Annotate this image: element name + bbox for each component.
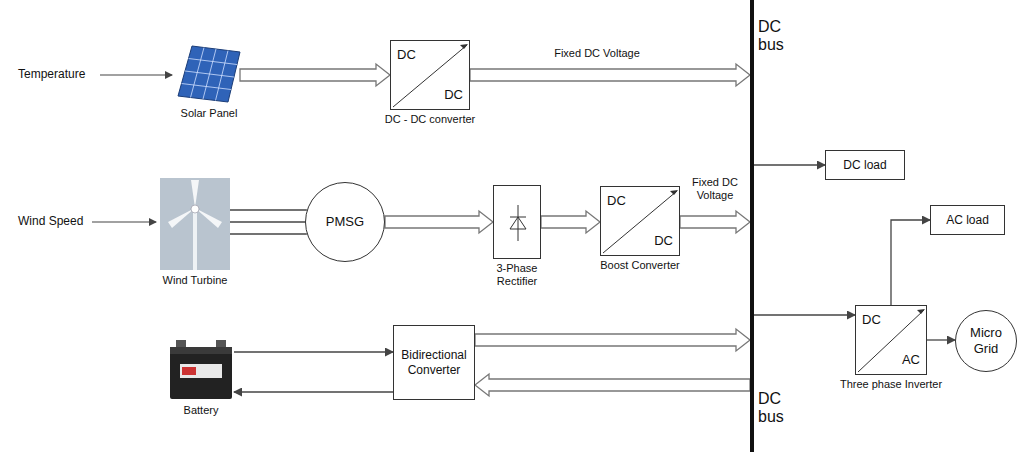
input-label: Wind Speed <box>18 214 83 228</box>
load-box: DC load <box>825 150 905 180</box>
input-label: Temperature <box>18 67 85 81</box>
bus-label: DC bus <box>758 390 792 427</box>
connector <box>234 352 393 353</box>
port-label: DC <box>654 233 673 249</box>
load-box: AC load <box>930 205 1005 235</box>
circle-label: PMSG <box>326 214 364 230</box>
box-label: DC load <box>843 158 886 172</box>
wind-turbine: Wind Turbine <box>160 178 230 270</box>
input-arrow <box>100 74 172 75</box>
input-arrow <box>92 221 156 222</box>
picture-label: Solar Panel <box>181 107 238 120</box>
bus-label: DC bus <box>758 18 792 55</box>
boost-converter: DCDCBoost Converter <box>600 186 680 256</box>
inverter-box: DCACThree phase Inverter <box>855 305 927 375</box>
port-label: DC <box>397 47 416 63</box>
generator-circle: PMSG <box>305 182 385 262</box>
power-flow-arrow <box>475 374 750 396</box>
wind-turbine-picture <box>160 178 230 270</box>
three-phase-wires <box>230 210 307 234</box>
connector <box>234 392 393 393</box>
box-label: Bidirectional Converter <box>399 348 469 377</box>
converter-box: Bidirectional Converter <box>393 325 475 400</box>
diode-symbol <box>494 186 542 260</box>
solar-panel-picture <box>178 46 240 102</box>
rectifier-name: 3-Phase Rectifier <box>485 262 549 288</box>
connector <box>891 220 930 305</box>
port-label: AC <box>902 352 920 368</box>
grid-circle: Micro Grid <box>955 310 1017 372</box>
power-flow-arrow <box>475 329 750 351</box>
connector <box>754 165 825 166</box>
dc-dc-converter: DCDCDC - DC converter <box>390 40 470 110</box>
power-flow-arrow <box>541 211 600 233</box>
box-label: AC load <box>946 213 989 227</box>
dc-bus: DC busDC bus <box>750 0 754 452</box>
power-flow-arrow <box>240 64 390 86</box>
power-flow-arrow <box>385 211 493 233</box>
connector <box>927 340 955 341</box>
rectifier-box: 3-Phase Rectifier <box>493 185 541 259</box>
converter-name: DC - DC converter <box>374 113 486 126</box>
port-label: DC <box>607 193 626 209</box>
edge-label: Fixed DC Voltage <box>684 176 746 202</box>
power-flow-arrow <box>470 64 750 86</box>
battery: Battery <box>168 338 234 400</box>
port-label: DC <box>444 87 463 103</box>
connector <box>754 315 855 316</box>
converter-name: Three phase Inverter <box>835 378 947 391</box>
solar-panel: Solar Panel <box>178 45 240 103</box>
power-flow-arrow <box>680 211 750 233</box>
converter-name: Boost Converter <box>584 259 696 272</box>
port-label: DC <box>862 312 881 328</box>
battery-picture <box>170 340 232 399</box>
picture-label: Wind Turbine <box>163 274 228 287</box>
circle-label: Micro Grid <box>960 325 1012 356</box>
edge-label: Fixed DC Voltage <box>540 47 654 60</box>
picture-label: Battery <box>184 404 219 417</box>
